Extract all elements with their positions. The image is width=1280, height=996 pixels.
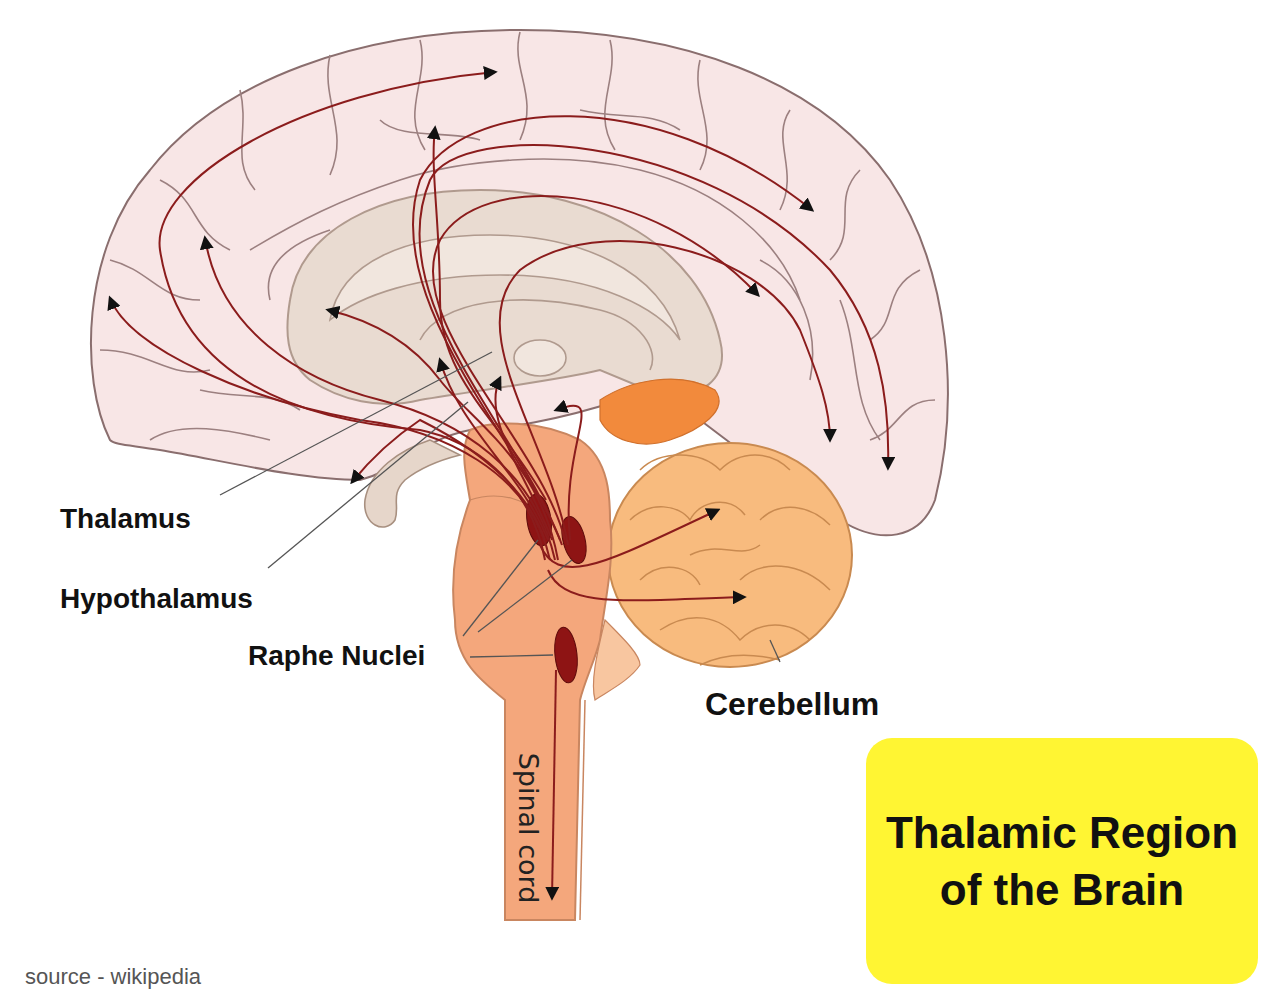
source-note: source - wikipedia (25, 966, 201, 988)
part-label: Raphe Nuclei (248, 642, 425, 670)
part-label: Spinal cord (515, 753, 542, 904)
part-label: Hypothalamus (60, 585, 253, 613)
thalamus-shape (514, 340, 566, 376)
leader-lines (220, 352, 780, 662)
projection-pathways (110, 72, 888, 898)
corpus-callosum (330, 235, 680, 340)
gyri-lines (100, 32, 935, 440)
fourth-ventricle (593, 620, 640, 700)
title-badge: Thalamic Region of the Brain (866, 738, 1258, 984)
part-label: Cerebellum (705, 688, 879, 720)
diagram-title: Thalamic Region of the Brain (884, 804, 1240, 918)
part-label: Thalamus (60, 505, 191, 533)
cerebellum-shape (608, 443, 852, 667)
spinal-tract (580, 700, 585, 920)
cerebellum-folia (630, 455, 830, 665)
midbrain-tectum (600, 379, 719, 444)
